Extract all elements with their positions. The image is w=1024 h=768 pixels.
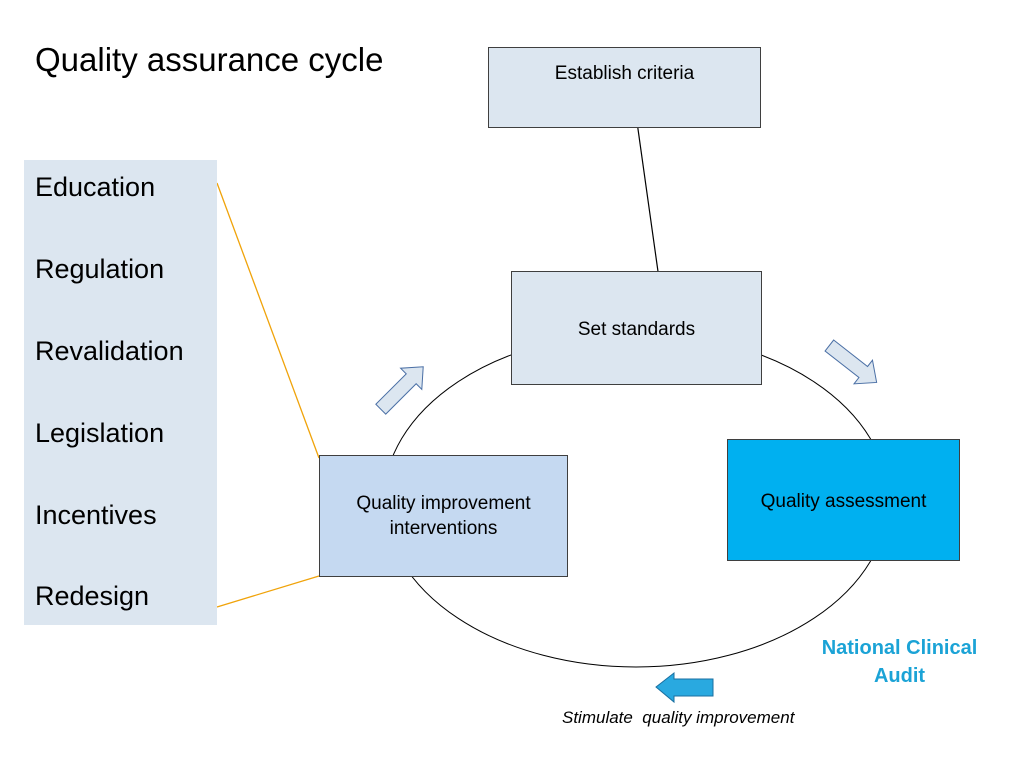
intervention-item: Education [35,172,156,202]
intervention-item: Regulation [35,254,165,284]
quality-improvement-box: Quality improvement interventions [319,455,568,577]
connector-line-top [216,182,320,459]
set-standards-label: Set standards [577,319,696,340]
intervention-item: Incentives [35,500,157,530]
arrow-up-right-icon [375,366,424,415]
quality-improvement-label: Quality improvement interventions [356,493,531,539]
arrow-down-right-icon [824,339,878,385]
quality-assessment-box: Quality assessment [727,439,960,561]
arrow-left-icon [655,671,714,704]
intervention-item: Redesign [35,581,150,611]
criteria-to-standards-arrow [636,121,666,302]
intervention-item: Legislation [35,418,165,448]
quality-assessment-label: Quality assessment [760,491,927,512]
slide-title: Quality assurance cycle [35,41,384,78]
connector-line-bottom [216,575,320,608]
establish-criteria-box: Establish criteria [488,47,761,128]
intervention-item: Revalidation [35,336,184,366]
stimulate-improvement-label: Stimulate quality improvement [562,708,795,727]
set-standards-box: Set standards [511,271,762,385]
interventions-panel: Education Regulation Revalidation Legisl… [24,160,217,625]
establish-criteria-label: Establish criteria [554,63,695,84]
national-clinical-audit-label: National Clinical Audit [821,637,978,687]
